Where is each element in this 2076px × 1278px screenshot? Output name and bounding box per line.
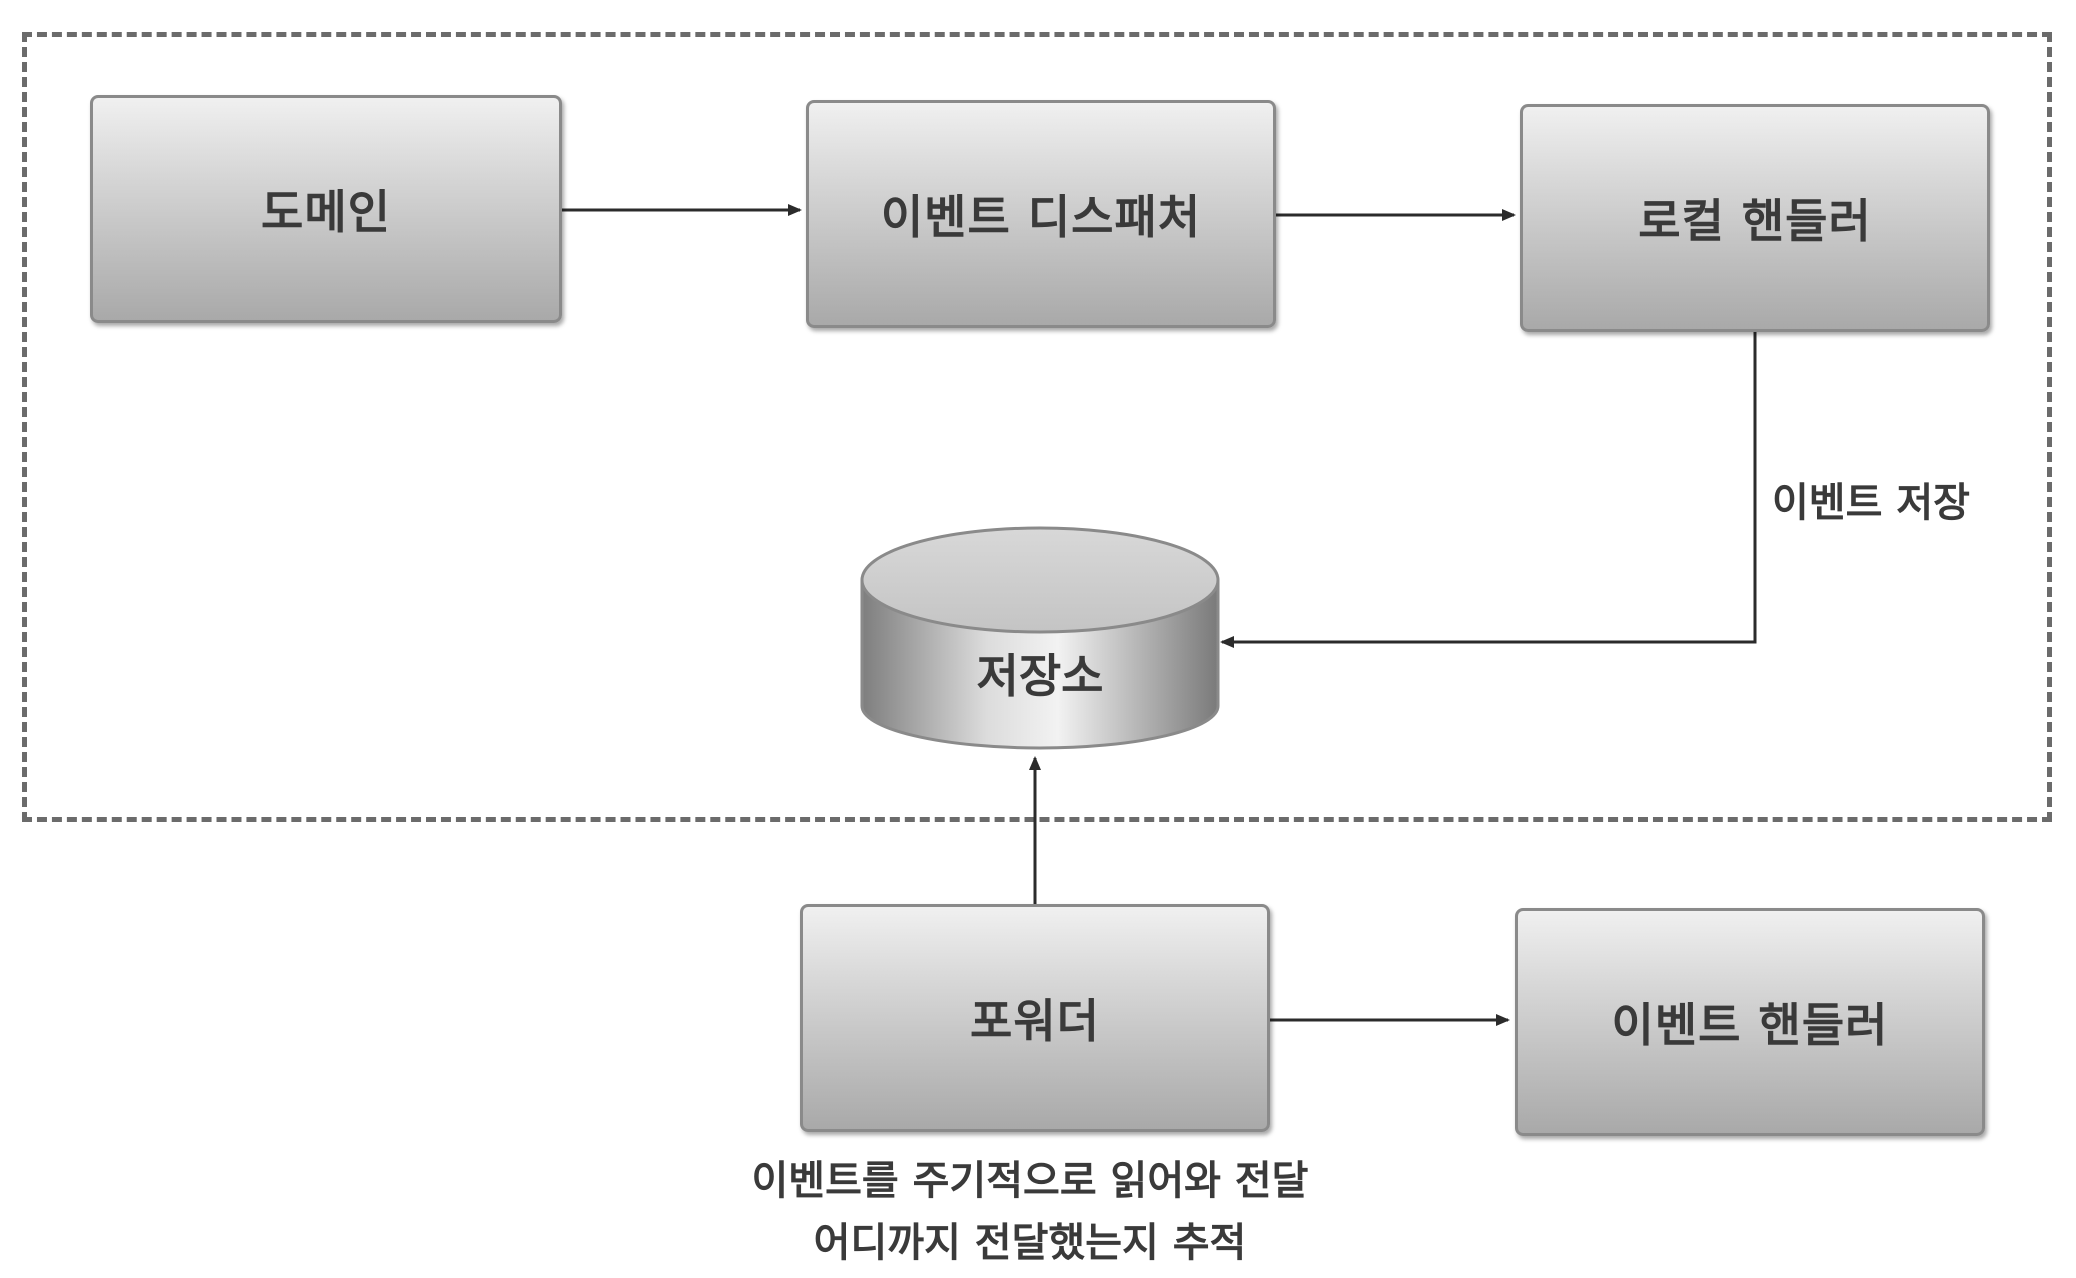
local-handler-label: 로컬 핸들러 xyxy=(1638,194,1872,248)
local-handler-node: 로컬 핸들러 xyxy=(1520,104,1990,332)
forwarder-note-line-2: 어디까지 전달했는지 추적 xyxy=(813,1220,1247,1266)
forwarder-note: 이벤트를 주기적으로 읽어와 전달 어디까지 전달했는지 추적 xyxy=(640,1150,1420,1274)
arrow-local-handler-to-store xyxy=(1220,332,1757,648)
process-boundary xyxy=(22,32,2052,822)
store-cylinder-icon xyxy=(860,526,1220,750)
forwarder-node: 포워더 xyxy=(800,904,1270,1132)
domain-node: 도메인 xyxy=(90,95,562,323)
edge-label-store-event: 이벤트 저장 xyxy=(1772,480,1970,526)
forwarder-label: 포워더 xyxy=(970,994,1100,1048)
store-label: 저장소 xyxy=(976,649,1104,703)
event-dispatcher-node: 이벤트 디스패처 xyxy=(806,100,1276,328)
event-dispatcher-label: 이벤트 디스패처 xyxy=(880,190,1202,244)
forwarder-note-line-1: 이벤트를 주기적으로 읽어와 전달 xyxy=(751,1158,1309,1204)
event-handler-node: 이벤트 핸들러 xyxy=(1515,908,1985,1136)
event-handler-label: 이벤트 핸들러 xyxy=(1611,998,1889,1052)
domain-label: 도메인 xyxy=(261,185,391,239)
